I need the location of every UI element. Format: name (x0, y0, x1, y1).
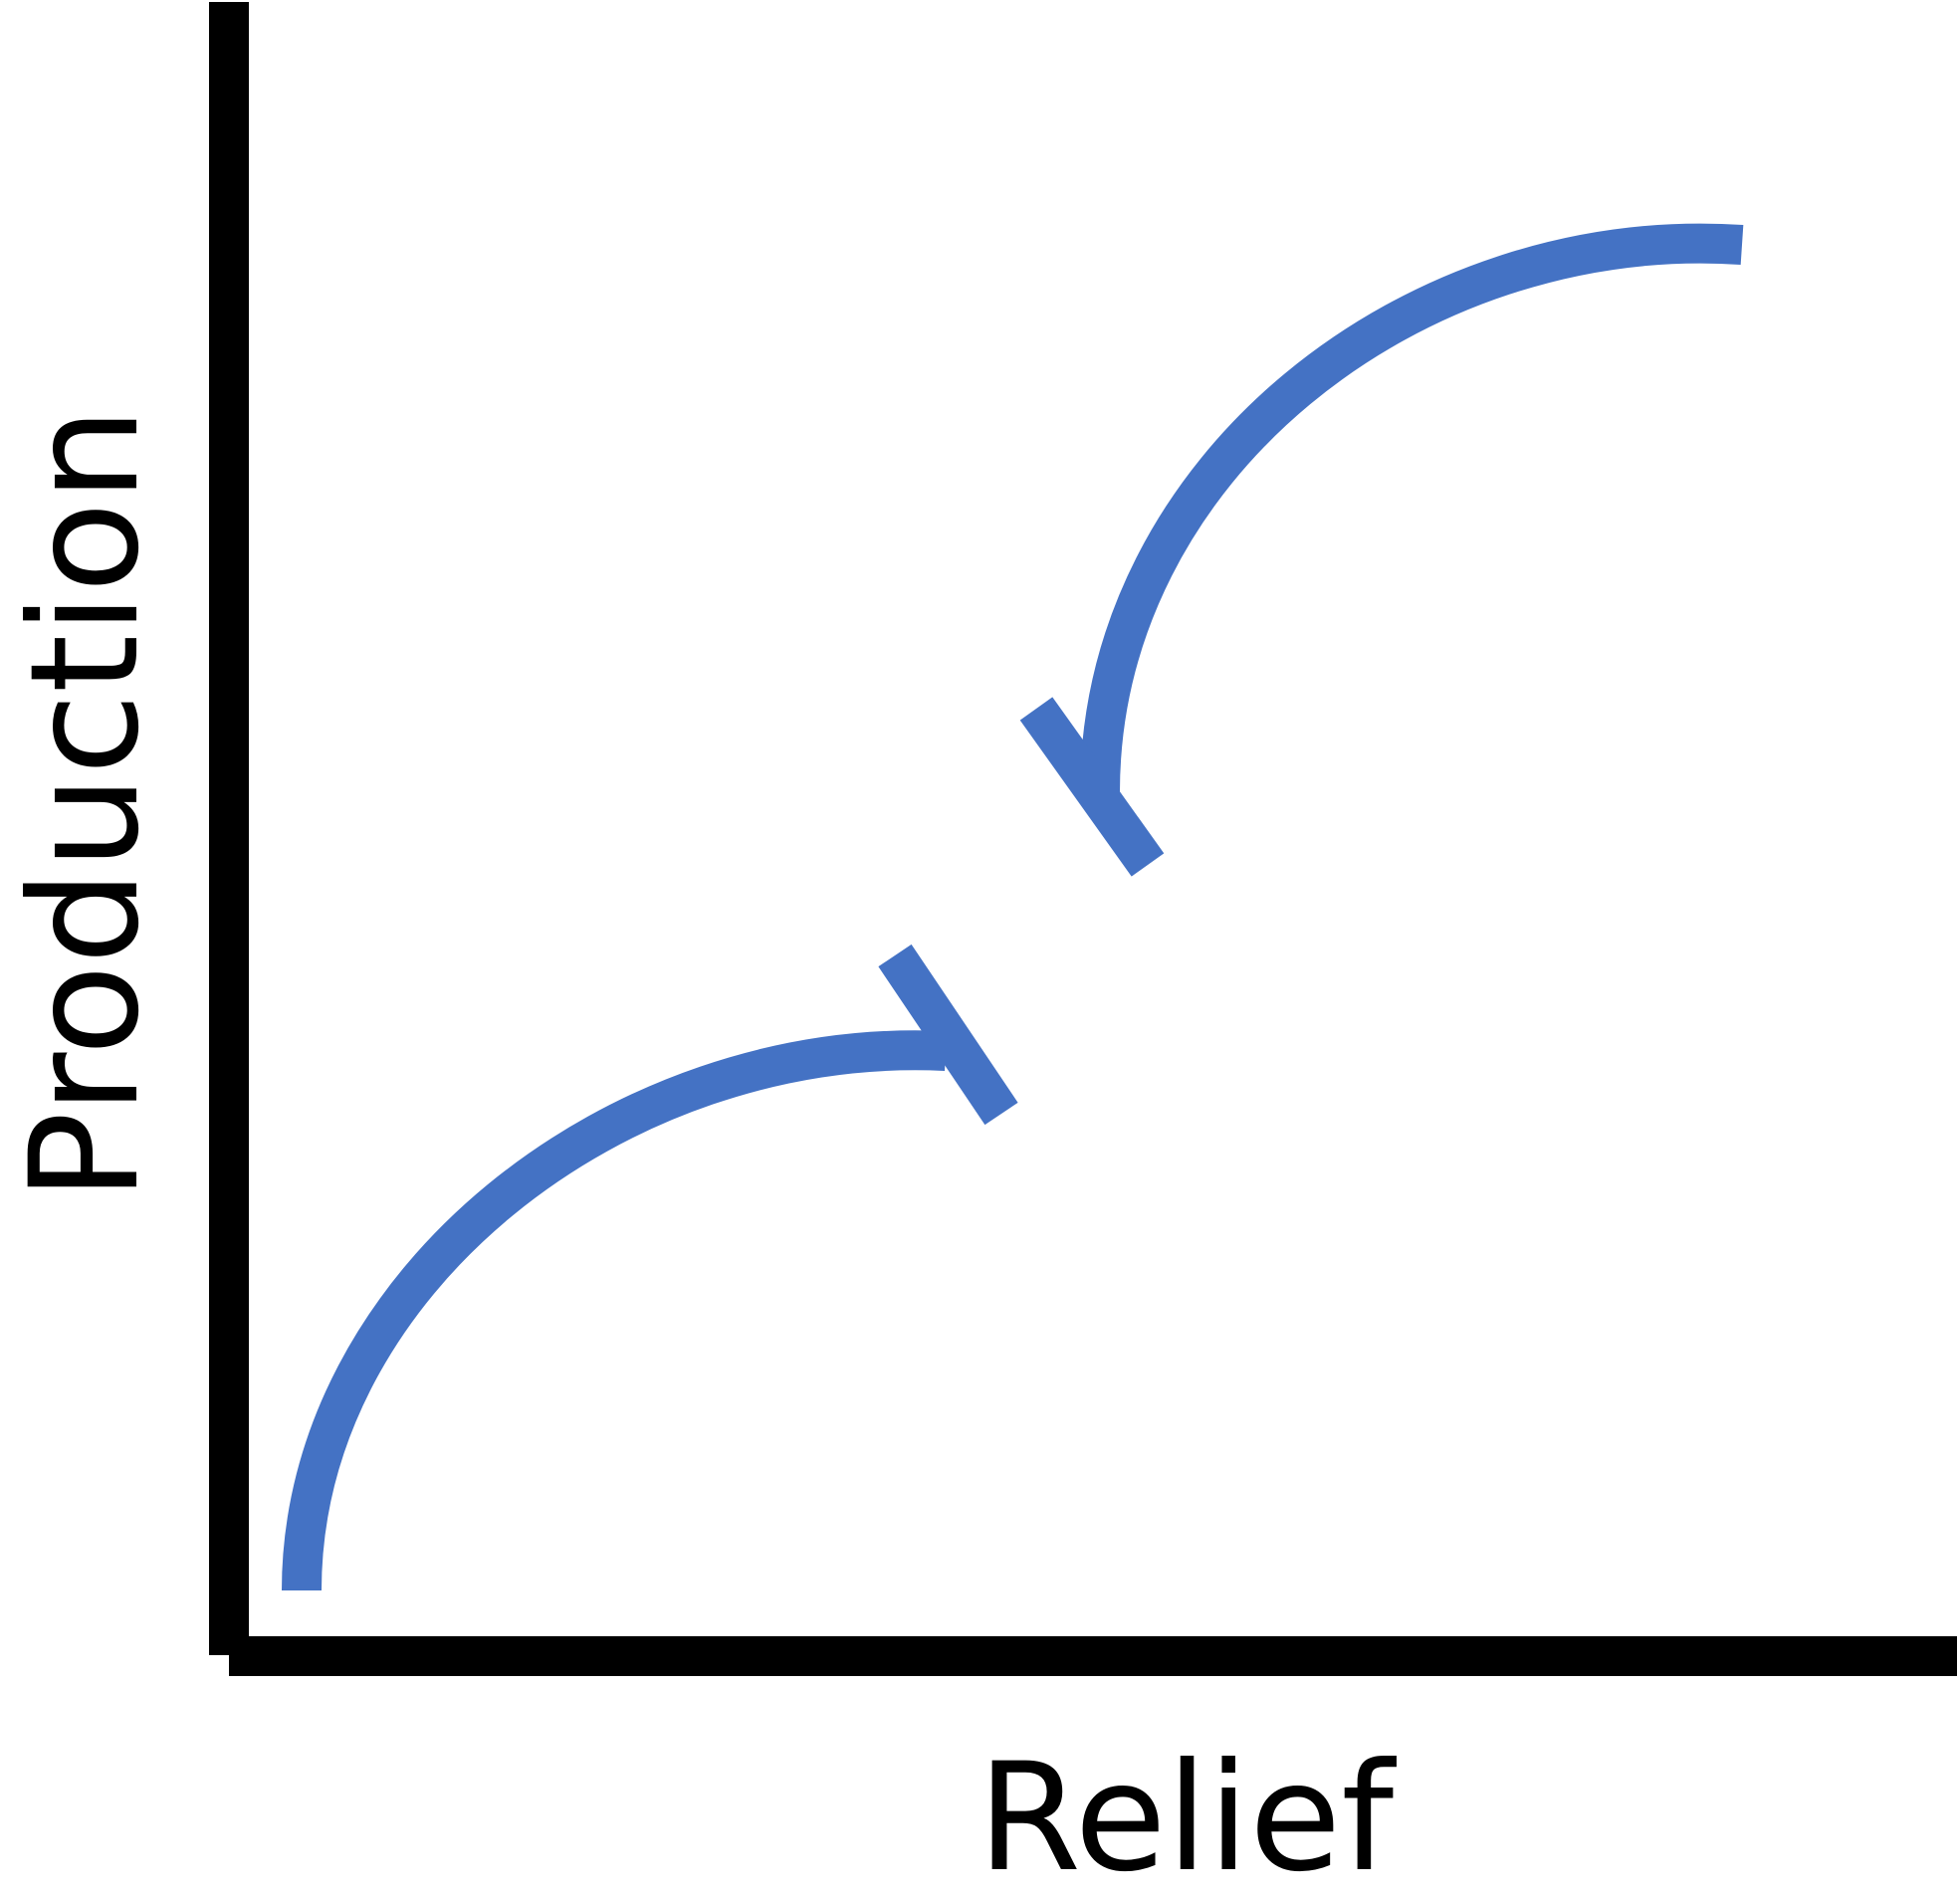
lower-curve (282, 944, 1018, 1591)
lower-curve-end-tick (878, 944, 1018, 1126)
upper-curve-end-tick (1019, 697, 1165, 877)
x-axis-label: Relief (978, 1732, 1397, 1898)
axes (209, 2, 1957, 1676)
upper-curve (1019, 223, 1744, 877)
lower-curve-line (282, 1030, 947, 1591)
y-axis-label: Production (0, 407, 172, 1201)
upper-curve-line (1080, 223, 1744, 793)
